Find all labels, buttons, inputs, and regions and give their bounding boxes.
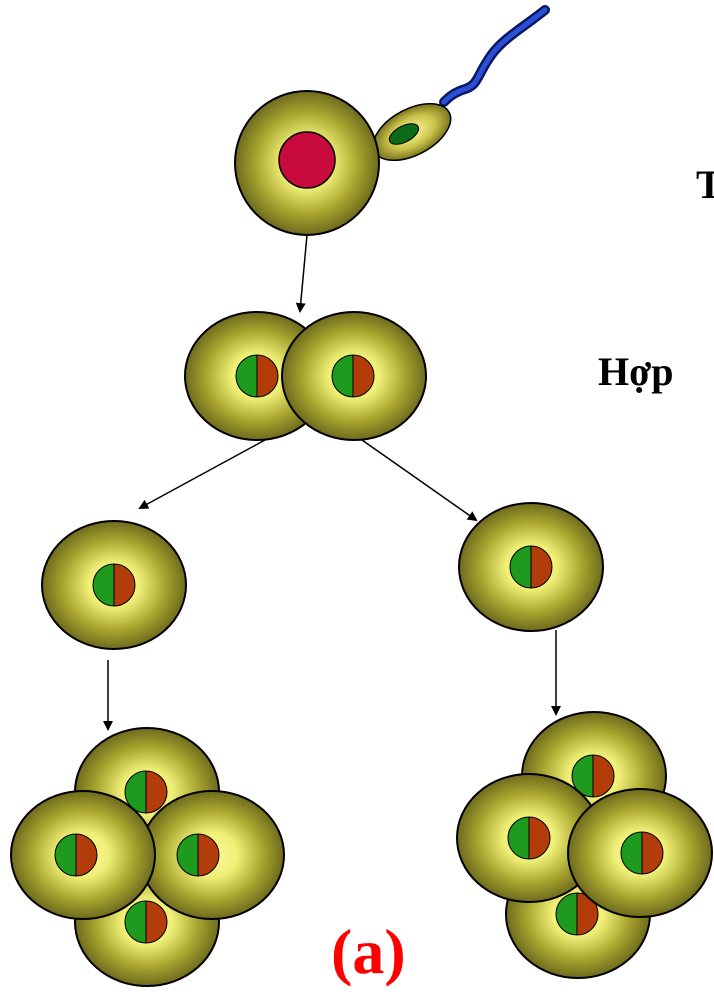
arrow-two-cell-to-left (138, 439, 266, 509)
zygote-cell-icon (234, 90, 380, 236)
four-cell-stage-left (10, 727, 285, 987)
dividing-cell-icon (281, 311, 427, 441)
arrow-two-cell-to-right (361, 439, 478, 522)
zygote-nucleus (278, 131, 336, 189)
arrow-zygote-to-two-cell (295, 234, 308, 313)
four-cell-stage-right (456, 711, 713, 979)
dividing-cell-icon (41, 520, 187, 650)
sperm-cell-icon (372, 5, 550, 162)
dividing-cell-icon (458, 502, 604, 632)
dividing-cell-icon (10, 790, 156, 920)
dividing-cell-icon (139, 790, 285, 920)
dividing-cell-icon (456, 773, 602, 903)
sperm-nucleus (388, 123, 420, 145)
figure-label: (a) (331, 916, 406, 987)
partial-heading-text: T (696, 162, 714, 207)
partial-caption-text: Hợp (598, 349, 674, 394)
two-cell-stage (184, 311, 427, 441)
dividing-cell-icon (567, 788, 713, 918)
